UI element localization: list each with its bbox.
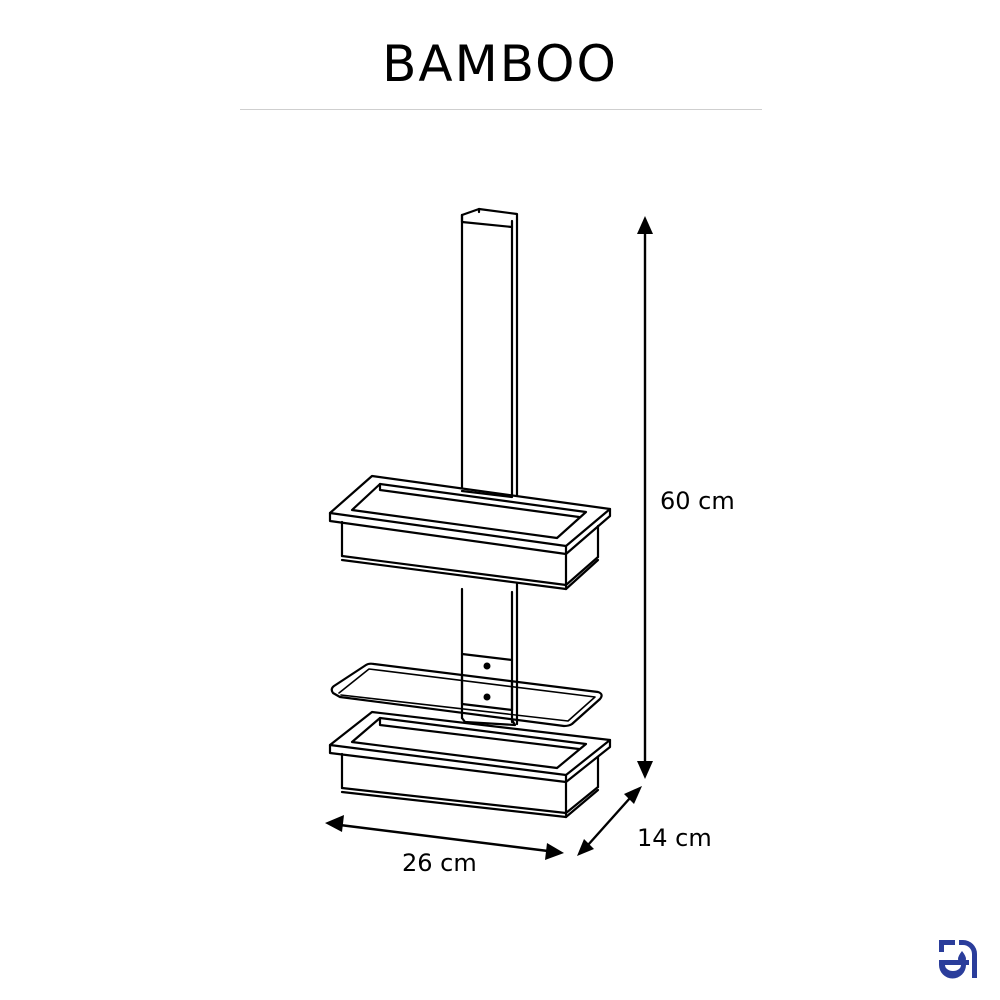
arrowhead-right-icon: [545, 843, 564, 860]
arrowhead-up-icon: [637, 216, 653, 234]
lower-basket: [328, 710, 612, 819]
upper-basket: [328, 474, 612, 591]
arrowhead-down-icon: [637, 761, 653, 779]
arrowhead-left-icon: [325, 815, 344, 832]
screw-upper: [483, 662, 491, 670]
depth-dimension-label: 14 cm: [637, 824, 712, 852]
depth-arrow-line: [587, 797, 631, 846]
arrowhead-depth-top-icon: [624, 786, 642, 804]
height-dimension-label: 60 cm: [660, 487, 735, 515]
wire-tray: [330, 662, 603, 728]
width-arrow-line: [339, 823, 549, 853]
product-title: BAMBOO: [382, 35, 618, 93]
width-dimension-label: 26 cm: [402, 849, 477, 877]
pole-over-tray: [460, 674, 514, 712]
screw-lower: [483, 693, 491, 701]
dimension-arrows: [325, 216, 653, 860]
pole-upper: [460, 207, 519, 499]
title-divider: [240, 109, 762, 110]
arrowhead-depth-bottom-icon: [577, 839, 594, 856]
pole-lower: [460, 582, 519, 727]
brand-logo-icon: [939, 940, 977, 979]
